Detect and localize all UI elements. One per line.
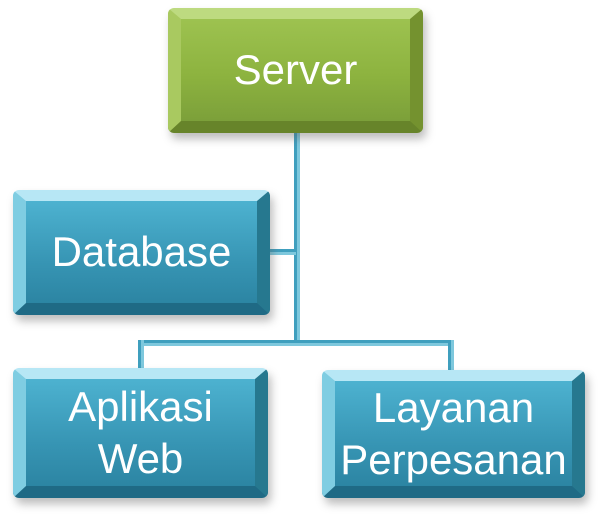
connector-bracket-bar xyxy=(138,340,454,346)
connector-drop-right xyxy=(448,340,454,372)
node-layanan-perpesanan-label: Layanan Perpesanan xyxy=(340,384,567,483)
node-server: Server xyxy=(168,8,423,133)
node-database-label: Database xyxy=(51,228,232,276)
node-layanan-perpesanan: Layanan Perpesanan xyxy=(322,370,585,498)
node-server-label: Server xyxy=(233,46,358,94)
node-database: Database xyxy=(13,190,270,315)
connector-server-trunk xyxy=(294,132,300,346)
connector-database-branch xyxy=(266,249,296,255)
connector-drop-left xyxy=(138,340,144,370)
node-aplikasi-web: Aplikasi Web xyxy=(13,368,268,498)
node-aplikasi-web-label: Aplikasi Web xyxy=(68,383,213,482)
